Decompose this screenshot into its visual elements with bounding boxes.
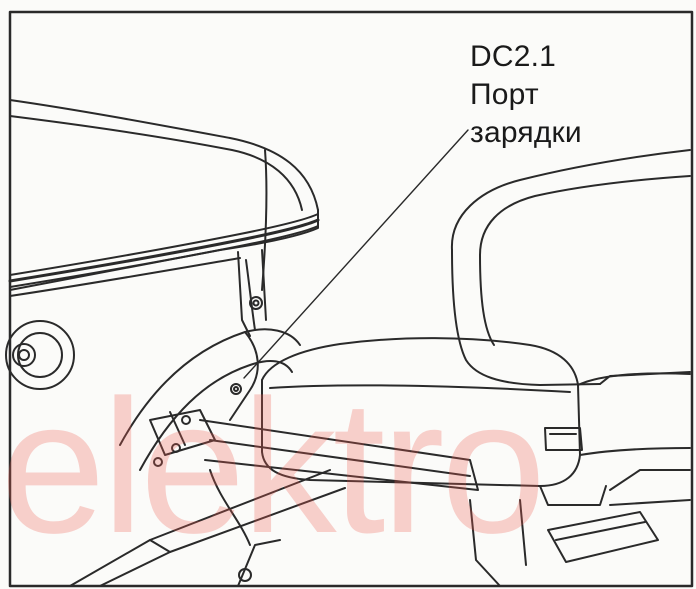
lower-bracket: [469, 469, 691, 587]
seat-cushion: [8, 99, 320, 297]
backrest-pad: [450, 149, 691, 386]
lower-strut: [69, 469, 346, 587]
frame-border: [8, 10, 694, 588]
callout-model-label: DC2.1: [470, 40, 557, 73]
callout-leader-line: [243, 129, 469, 379]
charging-port-callout: DC2.1 Порт зарядки: [470, 38, 582, 152]
armrest-pad: [261, 337, 691, 506]
callout-charging-label: зарядки: [470, 116, 582, 149]
callout-port-label: Порт: [470, 78, 539, 111]
side-frame-post: [237, 249, 267, 337]
left-knob: [5, 320, 75, 390]
